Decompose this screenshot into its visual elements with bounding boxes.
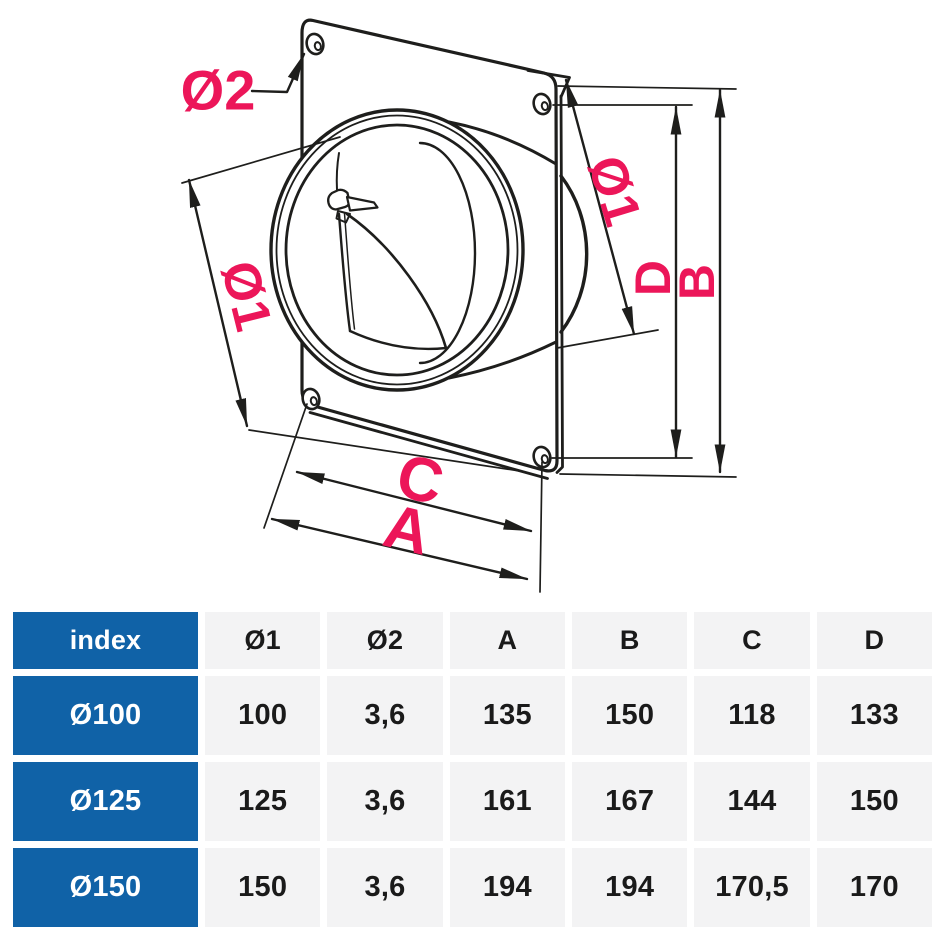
- screw-hole-bottom-right: [532, 445, 552, 469]
- table-row-index: Ø150: [13, 848, 198, 927]
- damper-hinge-wire: [335, 152, 340, 191]
- table-cell: 3,6: [327, 676, 443, 755]
- duct-front-rim-mid: [275, 114, 519, 386]
- table-header-dia2: Ø2: [327, 612, 443, 669]
- ca-extension-left: [263, 403, 308, 529]
- table-header-dia1: Ø1: [205, 612, 321, 669]
- table-cell: 125: [205, 762, 321, 841]
- table-cell: 135: [449, 676, 565, 755]
- table-cell: 118: [694, 676, 810, 755]
- damper-hinge-clip: [327, 188, 351, 211]
- dia2-label: Ø2: [181, 59, 256, 122]
- plate-bottom-thickness-edge: [308, 411, 549, 480]
- plate-top-thickness-edge: [526, 69, 571, 99]
- duct-collar: [269, 108, 589, 392]
- table-cell: 100: [205, 676, 321, 755]
- duct-silhouette-top: [447, 120, 558, 166]
- b-extension-bottom: [559, 473, 737, 478]
- a-dimension-line: [270, 517, 529, 581]
- table-cell: 133: [816, 676, 932, 755]
- damper-flap-left-edge-2: [343, 212, 356, 330]
- dia1-left-dimension-line: [187, 178, 249, 428]
- duct-silhouette-bottom: [447, 340, 558, 380]
- duct-far-opening: [418, 141, 477, 365]
- a-label: A: [377, 491, 437, 569]
- table-cell: 150: [572, 676, 688, 755]
- table-cell: 150: [816, 762, 932, 841]
- table-cell: 194: [449, 848, 565, 927]
- dimension-lines: [181, 52, 737, 593]
- table-header-b: B: [572, 612, 688, 669]
- duct-front-rim-inner: [284, 123, 510, 377]
- b-extension-top: [557, 85, 737, 90]
- table-cell: 161: [449, 762, 565, 841]
- dia2-leader-line: [250, 52, 306, 94]
- table-cell: 170: [816, 848, 932, 927]
- table-header-index: index: [13, 612, 198, 669]
- table-cell: 167: [572, 762, 688, 841]
- dia1-right-extension-bottom: [556, 329, 659, 349]
- flange-diagram: Ø2 Ø1 Ø1 D B C A: [181, 18, 737, 593]
- screw-hole-top-right: [532, 92, 552, 116]
- table-header-a: A: [449, 612, 565, 669]
- table-header-c: C: [694, 612, 810, 669]
- table-cell: 194: [572, 848, 688, 927]
- table-cell: 150: [205, 848, 321, 927]
- ca-extension-right: [539, 461, 543, 593]
- dia1-left-extension-bottom: [248, 429, 521, 472]
- duct-back-rim: [559, 174, 589, 334]
- screw-hole-top-left: [305, 32, 325, 56]
- damper-flap-left-edge: [337, 212, 352, 333]
- table-row-index: Ø100: [13, 676, 198, 755]
- d-label: D: [625, 260, 681, 296]
- dia1-right-dimension-line: [564, 78, 636, 336]
- plate-right-thickness-edge: [555, 94, 564, 474]
- table-cell: 3,6: [327, 762, 443, 841]
- table-cell: 3,6: [327, 848, 443, 927]
- b-label: B: [669, 264, 725, 300]
- table-row-index: Ø125: [13, 762, 198, 841]
- table-cell: 144: [694, 762, 810, 841]
- damper-flap-right-edge: [345, 212, 448, 350]
- damper-flap-bottom-edge: [348, 329, 448, 351]
- dia1-right-label: Ø1: [576, 149, 652, 232]
- table-cell: 170,5: [694, 848, 810, 927]
- dimensions-table: index Ø1 Ø2 A B C D Ø100 100 3,6 135 150…: [13, 612, 932, 927]
- damper-hinge-pin: [345, 195, 379, 212]
- dia1-left-extension-top: [181, 136, 341, 184]
- table-header-d: D: [816, 612, 932, 669]
